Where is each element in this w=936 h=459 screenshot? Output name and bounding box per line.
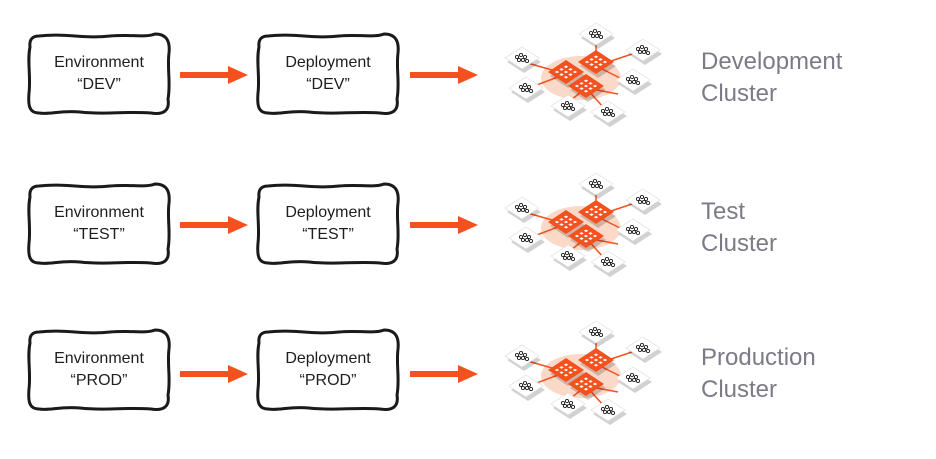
- pod-icon: [625, 336, 662, 363]
- arrow-right-icon: [410, 365, 478, 383]
- environment-label: Environment: [54, 350, 144, 367]
- node-icon: [578, 200, 616, 228]
- cluster-name: Production: [701, 344, 816, 371]
- kubernetes-cluster-icon: [504, 320, 662, 425]
- pod-icon: [625, 38, 662, 65]
- box-outline: [256, 328, 400, 411]
- cluster-suffix: Cluster: [701, 80, 778, 107]
- environment-label: Environment: [54, 54, 144, 71]
- cluster-name: Development: [701, 48, 843, 75]
- box-outline: [27, 32, 171, 115]
- cluster-suffix: Cluster: [701, 376, 778, 403]
- arrow-right-icon: [180, 216, 248, 234]
- deployment-name: “TEST”: [302, 226, 354, 243]
- arrow-right-icon: [410, 216, 478, 234]
- cluster-name: Test: [701, 198, 746, 225]
- pod-icon: [504, 196, 541, 223]
- node-icon: [578, 348, 616, 376]
- node-icon: [548, 358, 586, 386]
- pod-icon: [578, 172, 615, 199]
- arrow-right-icon: [180, 365, 248, 383]
- environment-name: “TEST”: [73, 226, 125, 243]
- kubernetes-cluster-icon: [504, 172, 662, 277]
- pod-icon: [590, 100, 627, 127]
- pod-icon: [578, 320, 615, 347]
- deployment-label: Deployment: [285, 350, 371, 367]
- pod-icon: [508, 374, 545, 401]
- pod-icon: [508, 76, 545, 103]
- box-outline: [27, 328, 171, 411]
- pod-icon: [590, 250, 627, 277]
- node-icon: [568, 372, 606, 400]
- cluster-suffix: Cluster: [701, 230, 778, 257]
- node-icon: [568, 74, 606, 102]
- environment-box: Environment “PROD”: [25, 327, 173, 413]
- deployment-box: Deployment “DEV”: [254, 31, 402, 117]
- deployment-box: Deployment “PROD”: [254, 327, 402, 413]
- environment-name: “DEV”: [77, 76, 121, 93]
- deployment-name: “DEV”: [306, 76, 350, 93]
- pod-icon: [550, 94, 587, 121]
- box-outline: [256, 182, 400, 265]
- environment-box: Environment “DEV”: [25, 31, 173, 117]
- environment-name: “PROD”: [70, 372, 128, 389]
- pod-icon: [615, 68, 652, 95]
- environment-box: Environment “TEST”: [25, 181, 173, 267]
- pod-icon: [550, 244, 587, 271]
- box-outline: [256, 32, 400, 115]
- pipeline-row-dev: Environment “DEV” Deployment “DEV” Develop…: [0, 22, 936, 132]
- node-icon: [568, 224, 606, 252]
- deployment-label: Deployment: [285, 204, 371, 221]
- pod-icon: [578, 22, 615, 49]
- pod-icon: [550, 392, 587, 419]
- pod-icon: [615, 218, 652, 245]
- pod-icon: [615, 366, 652, 393]
- deployment-label: Deployment: [285, 54, 371, 71]
- kubernetes-cluster-icon: [504, 22, 662, 127]
- box-outline: [27, 182, 171, 265]
- pod-icon: [508, 226, 545, 253]
- pod-icon: [625, 188, 662, 215]
- pod-icon: [504, 344, 541, 371]
- arrow-right-icon: [180, 66, 248, 84]
- environment-label: Environment: [54, 204, 144, 221]
- deployment-box: Deployment “TEST”: [254, 181, 402, 267]
- pod-icon: [504, 46, 541, 73]
- pipeline-row-prod: Environment “PROD” Deployment “PROD” Produ…: [0, 318, 936, 428]
- arrow-right-icon: [410, 66, 478, 84]
- deployment-name: “PROD”: [299, 372, 357, 389]
- pod-icon: [590, 398, 627, 425]
- node-icon: [578, 50, 616, 78]
